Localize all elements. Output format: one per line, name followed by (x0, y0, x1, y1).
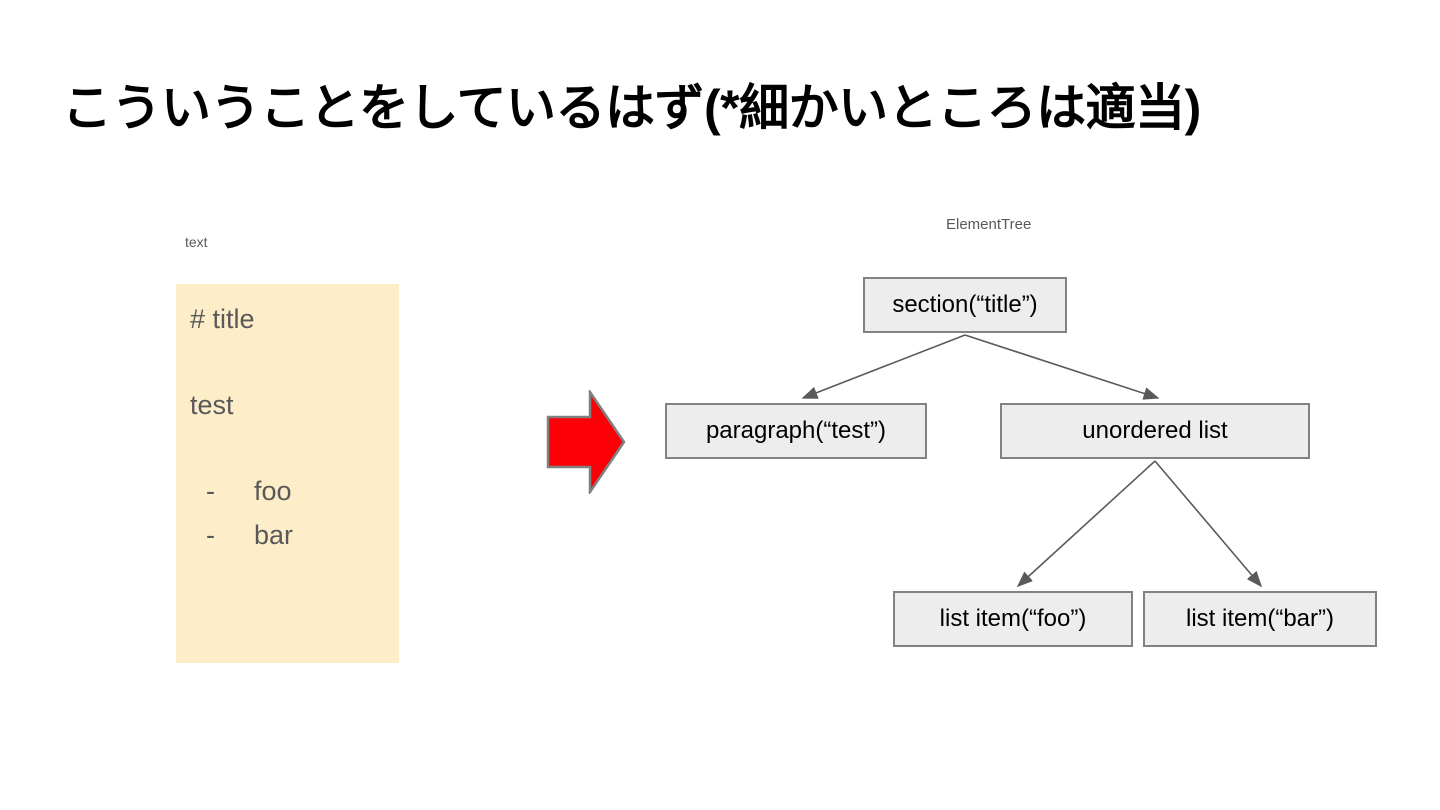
element-tree-caption: ElementTree (946, 216, 1032, 233)
source-text-panel: # title test - foo - bar (176, 284, 399, 663)
edge-unordered-list-li-bar (1154, 460, 1263, 588)
source-line-list-item-bar: - bar (206, 520, 293, 551)
tree-node-section[interactable]: section(“title”) (863, 277, 1067, 333)
source-line-list-item-foo: - foo (206, 476, 292, 507)
source-panel-caption: text (185, 234, 208, 250)
list-bullet-dash-icon: - (206, 520, 215, 550)
right-block-arrow-icon (546, 390, 626, 494)
tree-node-unordered-list[interactable]: unordered list (1000, 403, 1310, 459)
list-bullet-dash-icon: - (206, 476, 215, 506)
page-title: こういうことをしているはず(*細かいところは適当) (62, 80, 1201, 136)
source-line-list-item-foo-text: foo (254, 476, 292, 506)
tree-node-paragraph[interactable]: paragraph(“test”) (665, 403, 927, 459)
source-line-list-item-bar-text: bar (254, 520, 294, 550)
source-line-paragraph: test (190, 390, 234, 420)
tree-node-list-item-foo[interactable]: list item(“foo”) (893, 591, 1133, 647)
edge-unordered-list-li-foo (1016, 460, 1156, 588)
edge-section-paragraph (801, 334, 966, 399)
edge-section-unordered-list (964, 334, 1160, 400)
source-line-heading: # title (190, 304, 255, 334)
tree-node-list-item-bar[interactable]: list item(“bar”) (1143, 591, 1377, 647)
